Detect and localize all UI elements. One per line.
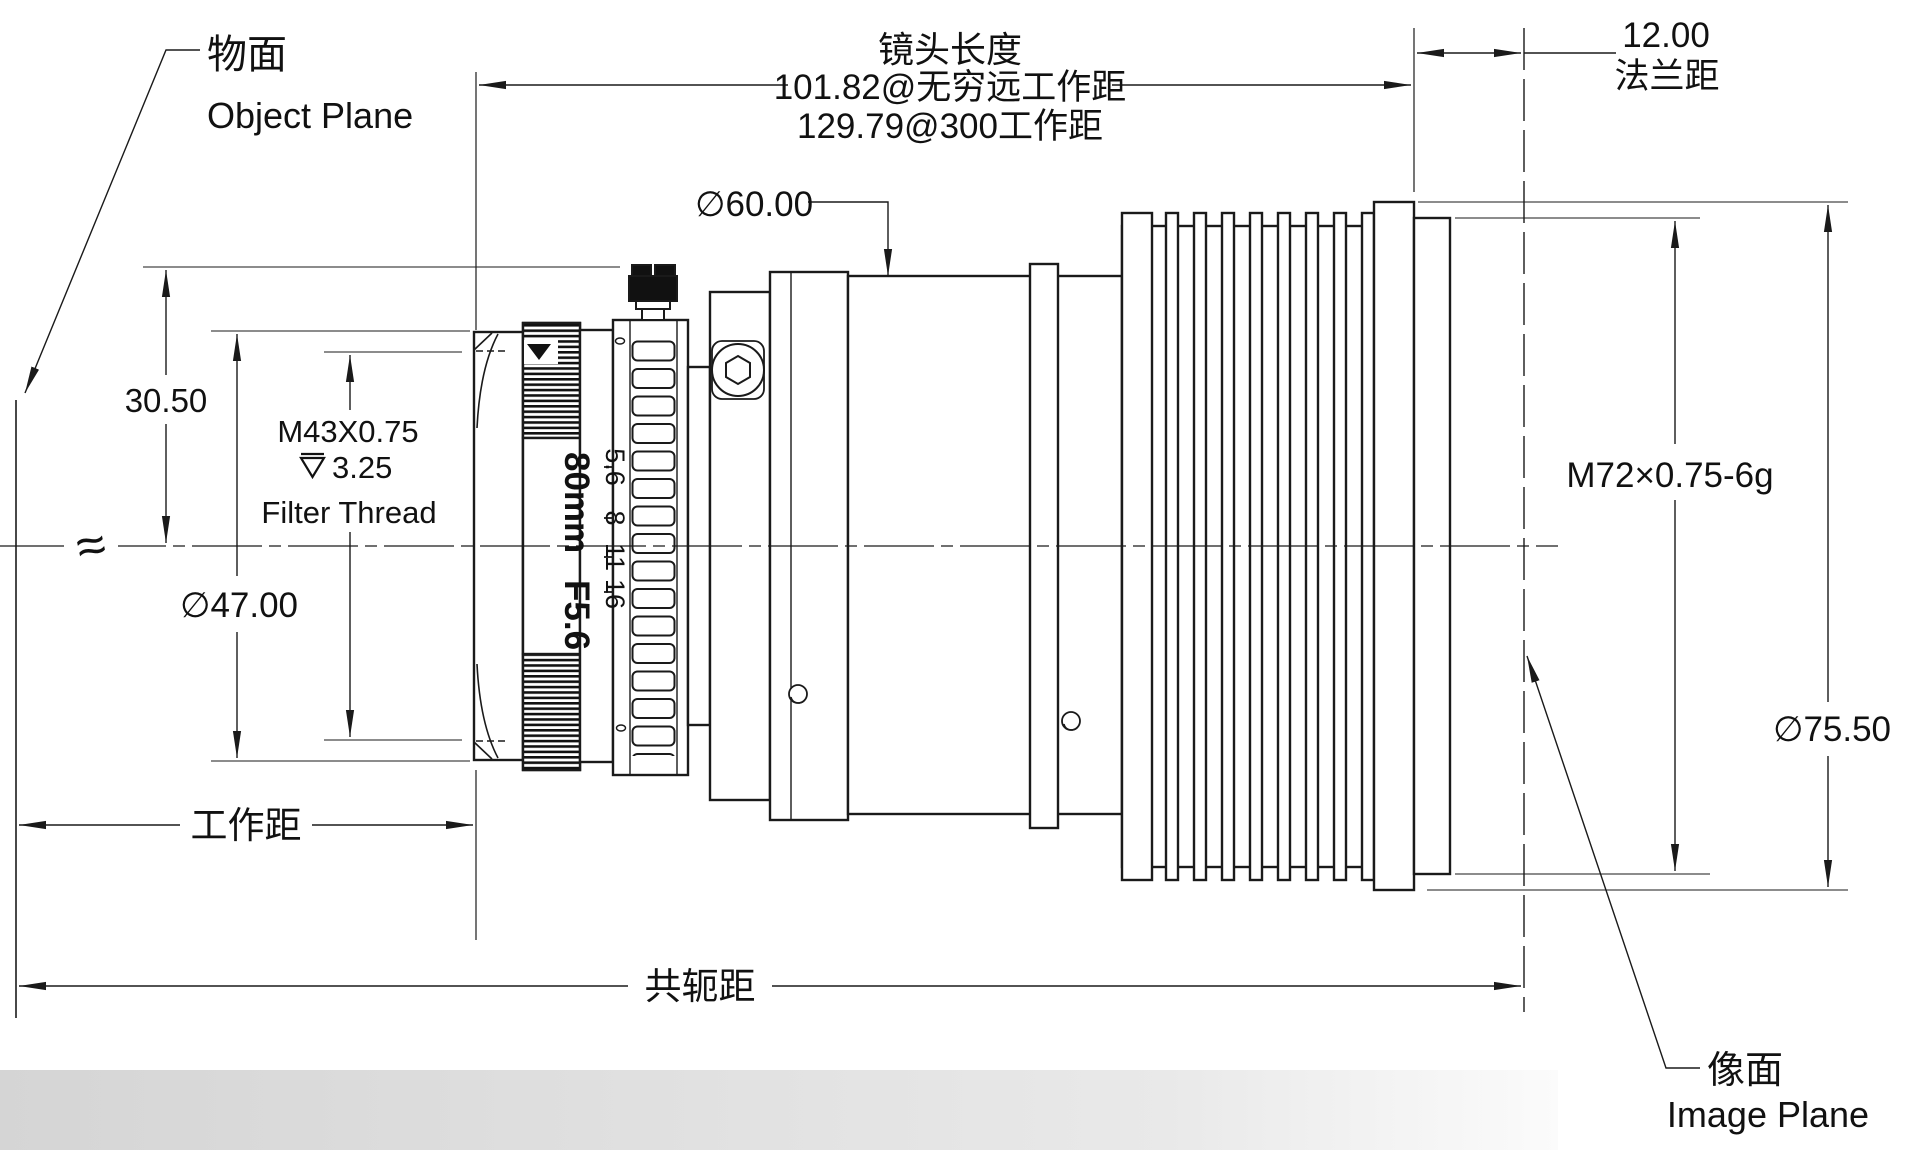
object-plane-label-cn: 物面 [207, 33, 287, 77]
mount-thread-label: M72×0.75-6g [1566, 456, 1773, 495]
lens-length-title: 镜头长度 [878, 29, 1022, 70]
index-dot-top [614, 337, 626, 345]
thumbscrew-knob [628, 264, 678, 321]
object-plane-label-en: Object Plane [207, 95, 413, 136]
hex-screw-head [711, 343, 765, 397]
lens-marking-focal: 80mm [557, 452, 596, 553]
aperture-scale-8: 8 [600, 510, 630, 525]
dia60-label: ∅60.00 [695, 185, 813, 224]
object-plane-leader [24, 49, 200, 394]
aperture-scale-11: 11 [600, 543, 630, 571]
front-element-arc-top [476, 333, 499, 429]
index-marker-wedge [527, 344, 551, 360]
aperture-scale-5-6: 5.6 [600, 448, 630, 486]
annotation-texts: 物面 Object Plane 镜头长度 101.82@无穷远工作距 129.7… [114, 16, 1902, 1135]
aperture-scale-16: 16 [600, 579, 630, 609]
dia755-label: ∅75.50 [1773, 710, 1891, 749]
lens-marking-aperture: F5.6 [557, 580, 596, 650]
dim-30-50-label: 30.50 [125, 382, 208, 419]
filter-thread-spec: M43X0.75 [277, 414, 418, 449]
front-element-arc-bottom [476, 663, 499, 759]
lens-length-infinity: 101.82@无穷远工作距 [774, 68, 1127, 107]
flange-distance-value: 12.00 [1622, 16, 1710, 55]
image-plane-leader [1526, 655, 1700, 1069]
dia47-label: ∅47.00 [180, 586, 298, 625]
filter-thread-depth: 3.25 [332, 450, 392, 485]
knurl-segments [630, 338, 678, 756]
dimension-lines [19, 48, 1833, 1069]
reference-lines [0, 28, 1558, 1018]
lens-length-300: 129.79@300工作距 [797, 107, 1103, 146]
filter-thread-label: Filter Thread [261, 495, 436, 530]
image-plane-label-cn: 像面 [1707, 1050, 1783, 1092]
working-distance-label: 工作距 [191, 805, 302, 846]
extension-lines [143, 201, 1848, 891]
hex-socket-icon [725, 354, 751, 386]
image-plane-label-en: Image Plane [1667, 1094, 1869, 1135]
dia60-leader [808, 201, 893, 276]
footer-grey-band [0, 1070, 1558, 1150]
index-dot-bottom [615, 724, 627, 732]
aperture-scale-numbers: 5.6 8 11 16 [600, 448, 630, 609]
knurl-band-bottom [521, 652, 582, 772]
flange-distance-label: 法兰距 [1614, 57, 1719, 96]
depth-symbol [299, 452, 326, 480]
conjugate-distance-label: 共轭距 [645, 966, 756, 1007]
